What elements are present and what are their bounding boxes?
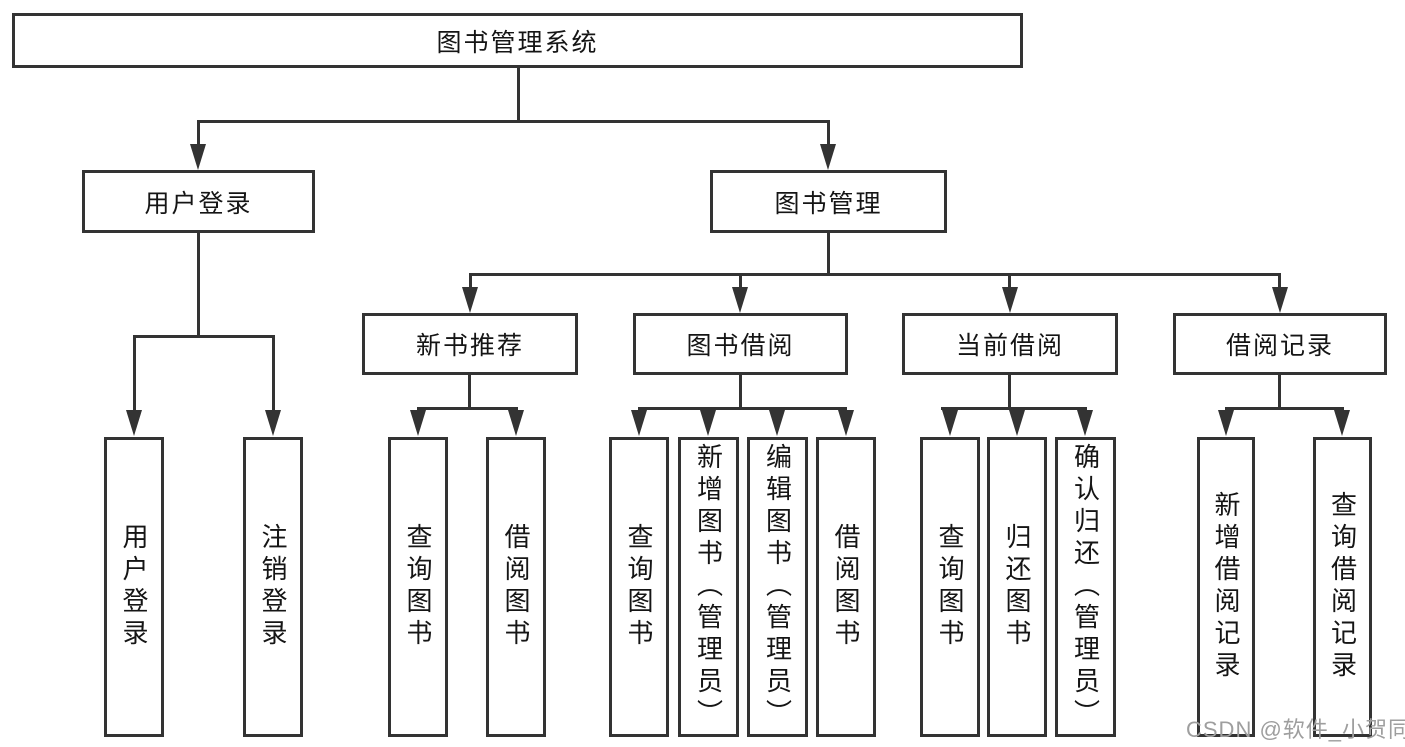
connector-stub — [827, 120, 830, 146]
node-user-login: 用户登录 — [82, 170, 315, 233]
connector-stub — [739, 273, 742, 289]
node-leaf-add-borrow-record: 新增借阅记录 — [1197, 437, 1255, 737]
connector-root-split — [197, 120, 830, 123]
connector-login-drop — [197, 233, 200, 335]
arrowhead-icon — [1009, 410, 1025, 436]
arrowhead-icon — [1077, 410, 1093, 436]
arrowhead-icon — [838, 410, 854, 436]
node-leaf-user-login: 用户登录 — [104, 437, 164, 737]
node-leaf-edit-books-admin: 编辑图书（管理员） — [747, 437, 808, 737]
node-book-borrow: 图书借阅 — [633, 313, 848, 375]
connector-mgmt-split — [469, 273, 1281, 276]
node-leaf-borrow-books-newbook: 借阅图书 — [486, 437, 546, 737]
node-leaf-search-books-current: 查询图书 — [920, 437, 980, 737]
connector-split — [417, 407, 518, 410]
arrowhead-icon — [265, 410, 281, 436]
node-leaf-add-books-admin: 新增图书（管理员） — [678, 437, 739, 737]
connector-stub — [197, 120, 200, 146]
node-leaf-search-books-borrow: 查询图书 — [609, 437, 669, 737]
node-leaf-logout: 注销登录 — [243, 437, 303, 737]
arrowhead-icon — [769, 410, 785, 436]
arrowhead-icon — [126, 410, 142, 436]
node-current-borrow: 当前借阅 — [902, 313, 1118, 375]
connector-root-drop — [517, 68, 520, 120]
arrowhead-icon — [1334, 410, 1350, 436]
connector-login-split — [133, 335, 275, 338]
node-leaf-borrow-books: 借阅图书 — [816, 437, 876, 737]
node-leaf-search-books-newbook: 查询图书 — [388, 437, 448, 737]
connector-split — [941, 407, 1087, 410]
arrowhead-icon — [942, 410, 958, 436]
connector-drop — [1008, 375, 1011, 407]
node-new-book-recommend: 新书推荐 — [362, 313, 578, 375]
arrowhead-icon — [631, 410, 647, 436]
connector-mgmt-drop — [827, 233, 830, 273]
connector-stub — [133, 335, 136, 412]
connector-stub — [469, 273, 472, 289]
node-library-system: 图书管理系统 — [12, 13, 1023, 68]
csdn-watermark: CSDN @软件_小贺同学 — [1186, 717, 1405, 742]
connector-drop — [739, 375, 742, 407]
arrowhead-icon — [1218, 410, 1234, 436]
node-leaf-search-borrow-record: 查询借阅记录 — [1313, 437, 1372, 737]
connector-split — [1225, 407, 1344, 410]
connector-stub — [1008, 273, 1011, 289]
arrowhead-icon — [462, 287, 478, 313]
arrowhead-icon — [410, 410, 426, 436]
connector-split — [638, 407, 847, 410]
connector-drop — [1278, 375, 1281, 407]
arrowhead-icon — [1272, 287, 1288, 313]
connector-drop — [468, 375, 471, 407]
node-leaf-return-books: 归还图书 — [987, 437, 1047, 737]
arrowhead-icon — [508, 410, 524, 436]
node-borrow-records: 借阅记录 — [1173, 313, 1387, 375]
node-book-management: 图书管理 — [710, 170, 947, 233]
arrowhead-icon — [190, 144, 206, 170]
arrowhead-icon — [1002, 287, 1018, 313]
connector-stub — [1278, 273, 1281, 289]
arrowhead-icon — [820, 144, 836, 170]
arrowhead-icon — [700, 410, 716, 436]
connector-stub — [272, 335, 275, 412]
arrowhead-icon — [732, 287, 748, 313]
node-leaf-confirm-return-admin: 确认归还（管理员） — [1055, 437, 1116, 737]
